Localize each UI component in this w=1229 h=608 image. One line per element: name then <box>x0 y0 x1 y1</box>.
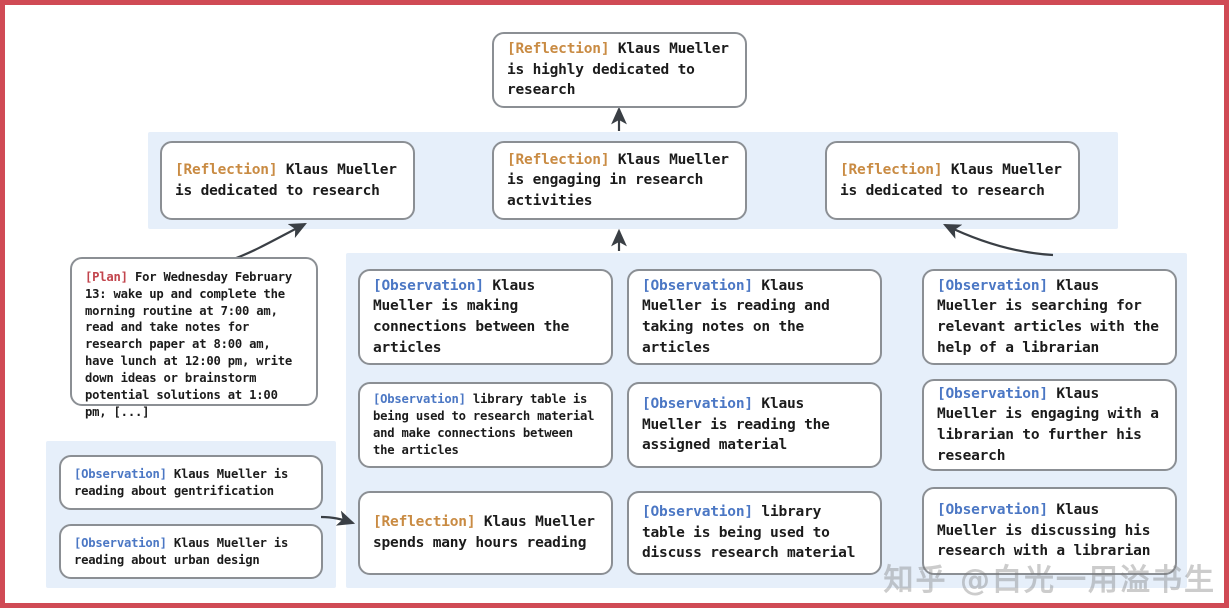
node-body: Klaus Mueller is reading about urban des… <box>74 535 289 567</box>
tag-reflection: [Reflection] <box>507 41 610 58</box>
node-body: Klaus Mueller is searching for relevant … <box>937 277 1159 356</box>
node-text: [Observation] Klaus Mueller is making co… <box>373 276 598 358</box>
tag-observation: [Observation] <box>642 277 753 294</box>
tag-observation: [Observation] <box>373 277 484 294</box>
node-text: [Observation] Klaus Mueller is reading a… <box>74 535 308 569</box>
node-body: Klaus Mueller is dedicated to research <box>175 161 397 199</box>
node-col3-observation-1[interactable]: [Observation] Klaus Mueller is searching… <box>922 269 1177 365</box>
node-col2-observation-2[interactable]: [Observation] Klaus Mueller is reading t… <box>627 382 882 468</box>
node-reflection-left[interactable]: [Reflection] Klaus Mueller is dedicated … <box>160 141 415 220</box>
node-body: Klaus Mueller is making connections betw… <box>373 277 570 356</box>
node-text: [Observation] Klaus Mueller is reading a… <box>642 276 867 358</box>
tag-observation: [Observation] <box>373 392 466 407</box>
tag-observation: [Observation] <box>937 502 1048 519</box>
node-reflection-right[interactable]: [Reflection] Klaus Mueller is dedicated … <box>825 141 1080 220</box>
node-reflection-center[interactable]: [Reflection] Klaus Mueller is engaging i… <box>492 141 747 220</box>
node-body: library table is being used to research … <box>373 392 595 457</box>
tag-reflection: [Reflection] <box>507 151 610 168</box>
arrow-col3-to-right-reflection <box>943 224 1054 257</box>
node-text: [Observation] Klaus Mueller is reading t… <box>642 394 867 456</box>
node-col2-observation-1[interactable]: [Observation] Klaus Mueller is reading a… <box>627 269 882 365</box>
node-text: [Observation] Klaus Mueller is discussin… <box>937 500 1162 562</box>
tag-observation: [Observation] <box>937 385 1048 402</box>
node-observation-bottomleft-1[interactable]: [Observation] Klaus Mueller is reading a… <box>59 455 323 510</box>
node-col3-observation-3[interactable]: [Observation] Klaus Mueller is discussin… <box>922 487 1177 575</box>
tag-reflection: [Reflection] <box>840 161 943 178</box>
node-top-reflection[interactable]: [Reflection] Klaus Mueller is highly ded… <box>492 32 747 108</box>
node-col1-reflection[interactable]: [Reflection] Klaus Mueller spends many h… <box>358 491 613 575</box>
node-text: [Observation] Klaus Mueller is searching… <box>937 276 1162 358</box>
node-col3-observation-2[interactable]: [Observation] Klaus Mueller is engaging … <box>922 379 1177 471</box>
tag-reflection: [Reflection] <box>175 161 278 178</box>
tag-observation: [Observation] <box>642 504 753 521</box>
node-col1-observation-2[interactable]: [Observation] library table is being use… <box>358 382 613 468</box>
node-body: For Wednesday February 13: wake up and c… <box>85 270 292 419</box>
node-text: [Observation] Klaus Mueller is engaging … <box>937 384 1162 466</box>
node-text: [Reflection] Klaus Mueller is highly ded… <box>507 39 732 101</box>
node-text: [Reflection] Klaus Mueller is dedicated … <box>840 160 1065 201</box>
node-body: Klaus Mueller is discussing his research… <box>937 502 1151 560</box>
node-col2-observation-3[interactable]: [Observation] library table is being use… <box>627 491 882 575</box>
node-body: library table is being used to discuss r… <box>642 504 856 562</box>
node-body: Klaus Mueller is reading and taking note… <box>642 277 830 356</box>
node-body: Klaus Mueller is engaging in research ac… <box>507 151 729 209</box>
node-text: [Reflection] Klaus Mueller is dedicated … <box>175 160 400 201</box>
tag-observation: [Observation] <box>937 277 1048 294</box>
node-col1-observation-1[interactable]: [Observation] Klaus Mueller is making co… <box>358 269 613 365</box>
node-plan[interactable]: [Plan] For Wednesday February 13: wake u… <box>70 257 318 419</box>
node-text: [Plan] For Wednesday February 13: wake u… <box>85 269 303 420</box>
node-text: [Reflection] Klaus Mueller spends many h… <box>373 512 598 553</box>
tag-observation: [Observation] <box>642 396 753 413</box>
node-text: [Observation] library table is being use… <box>642 502 867 564</box>
node-text: [Observation] Klaus Mueller is reading a… <box>74 466 308 500</box>
node-body: Klaus Mueller is engaging with a librari… <box>937 385 1159 464</box>
tag-reflection: [Reflection] <box>373 514 476 531</box>
node-body: Klaus Mueller is dedicated to research <box>840 161 1062 199</box>
tag-observation: [Observation] <box>74 466 167 481</box>
node-body: Klaus Mueller spends many hours reading <box>373 514 595 551</box>
node-body: Klaus Mueller is reading the assigned ma… <box>642 396 830 454</box>
node-text: [Reflection] Klaus Mueller is engaging i… <box>507 150 732 212</box>
node-text: [Observation] library table is being use… <box>373 391 598 458</box>
node-observation-bottomleft-2[interactable]: [Observation] Klaus Mueller is reading a… <box>59 524 323 579</box>
tag-plan: [Plan] <box>85 270 128 284</box>
tag-observation: [Observation] <box>74 535 167 550</box>
node-body: Klaus Mueller is reading about gentrific… <box>74 466 289 498</box>
node-body: Klaus Mueller is highly dedicated to res… <box>507 41 729 99</box>
